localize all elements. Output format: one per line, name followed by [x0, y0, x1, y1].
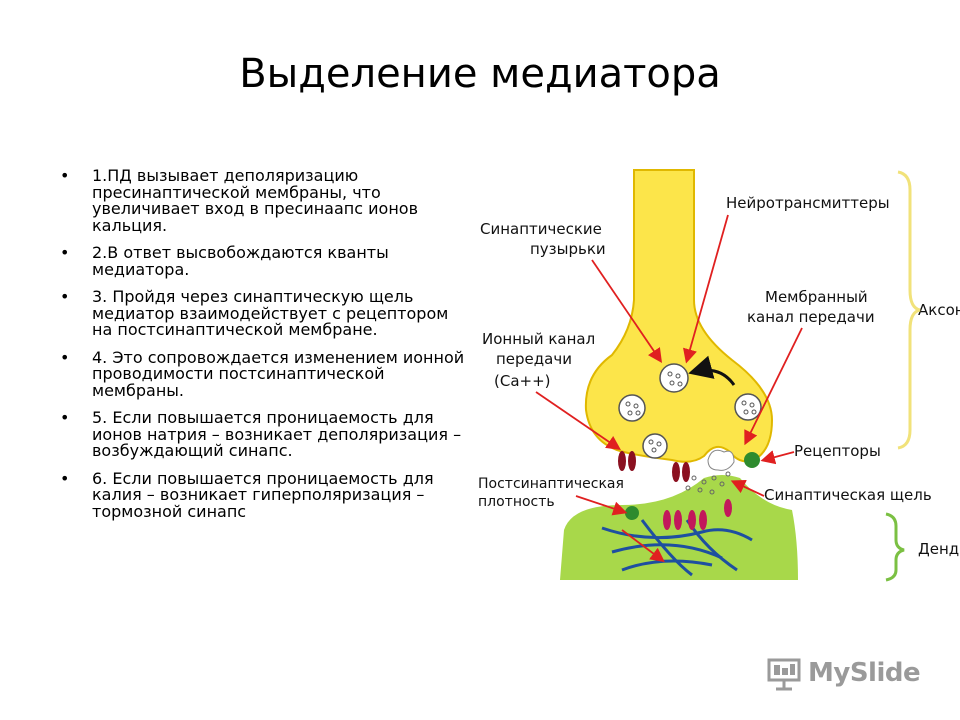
- bullet-item: • 5. Если повышается проницаемость для ио…: [60, 408, 470, 460]
- watermark-text: MySlide: [808, 658, 921, 688]
- label-postsynaptic: Постсинаптическая: [478, 476, 624, 492]
- axon-terminal-shape: [584, 169, 774, 463]
- released-neurotransmitter: [707, 449, 735, 471]
- bullet-item: • 6. Если повышается проницаемость для ка…: [60, 468, 470, 521]
- bullet-text: 5. Если повышается проницаемость для ион…: [92, 408, 462, 460]
- bullet-item: • 4. Это сопровождается изменением ионной…: [60, 347, 470, 400]
- label-axon: Аксон: [918, 301, 960, 319]
- label-synaptic-cleft: Синаптическая щель: [764, 486, 932, 504]
- label-membrane-channel: канал передачи: [747, 308, 875, 326]
- synapse-diagram: Синаптические пузырьки Нейротрансмиттеры…: [478, 169, 960, 582]
- bullet-text: 2.В ответ высвобождаются кванты медиатор…: [92, 243, 389, 279]
- label-vesicles: Синаптические: [480, 220, 602, 238]
- bullet-marker: •: [60, 166, 70, 185]
- neurotransmitter-particles: [685, 471, 731, 495]
- bullet-text: 3. Пройдя через синаптическую щель медиа…: [92, 287, 449, 339]
- green-receptor-icon: [744, 452, 760, 468]
- label-ion-channel: Ионный канал: [482, 330, 595, 348]
- bullet-item: • 3. Пройдя через синаптическую щель меди…: [60, 287, 470, 339]
- green-receptor-icon: [625, 506, 639, 520]
- bullet-marker: •: [60, 468, 70, 488]
- axon-brace: [897, 170, 921, 450]
- recycle-arrow: [688, 355, 736, 386]
- label-dendrite: Дендрит: [918, 540, 960, 558]
- label-membrane-channel: Мембранный: [765, 288, 868, 306]
- label-postsynaptic: плотность: [478, 494, 555, 510]
- pointer-arrows: [535, 214, 803, 563]
- bullet-item: • 1.ПД вызывает деполяризацию пресинаптич…: [60, 166, 470, 235]
- bullet-text: 1.ПД вызывает деполяризацию пресинаптиче…: [92, 166, 418, 235]
- calcium-channels: [618, 451, 690, 482]
- label-receptors: Рецепторы: [794, 442, 881, 460]
- bullet-marker: •: [60, 243, 70, 262]
- watermark: MySlide: [766, 652, 936, 696]
- bullet-list: • 1.ПД вызывает деполяризацию пресинаптич…: [60, 166, 470, 531]
- bullet-text: 4. Это сопровождается изменением ионной …: [92, 347, 465, 400]
- label-vesicles: пузырьки: [530, 240, 606, 258]
- bullet-item: • 2.В ответ высвобождаются кванты медиато…: [60, 243, 470, 279]
- label-neurotransmitters: Нейротрансмиттеры: [726, 194, 890, 212]
- bullet-marker: •: [60, 408, 70, 427]
- label-ion-channel: (Ca++): [494, 372, 551, 390]
- label-ion-channel: передачи: [496, 350, 572, 368]
- slide-title: Выделение медиатора: [239, 51, 721, 97]
- dendrite-brace: [885, 512, 905, 582]
- postsynaptic-receptors: [663, 499, 732, 530]
- bullet-text: 6. Если повышается проницаемость для кал…: [92, 468, 434, 521]
- bullet-marker: •: [60, 347, 70, 367]
- vesicle-dots: [625, 371, 757, 453]
- bullet-marker: •: [60, 287, 70, 306]
- presentation-icon: [767, 658, 801, 691]
